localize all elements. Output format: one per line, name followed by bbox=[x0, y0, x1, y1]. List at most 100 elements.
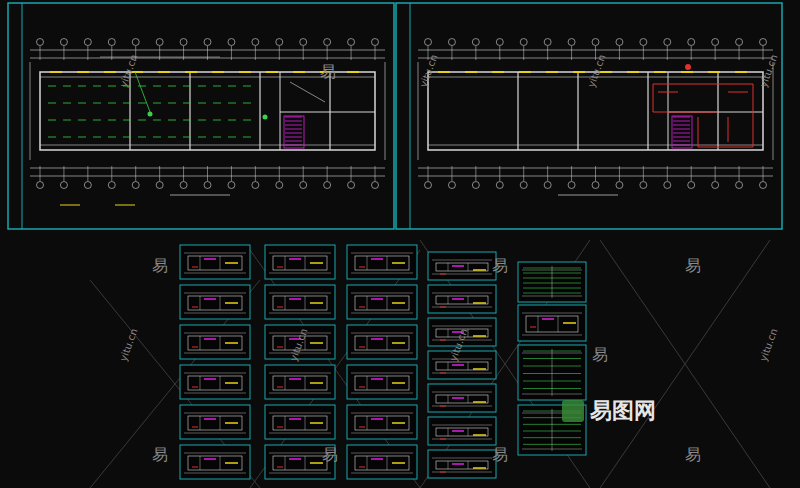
cad-line bbox=[285, 256, 286, 270]
cad-line bbox=[280, 72, 281, 150]
cad-line bbox=[392, 422, 405, 424]
cad-line bbox=[207, 46, 208, 60]
cad-line bbox=[90, 280, 260, 488]
sheet-thumbnail bbox=[180, 405, 250, 439]
sheet-thumbnail bbox=[347, 245, 417, 279]
plan-outline bbox=[355, 296, 409, 310]
cad-line bbox=[204, 418, 216, 420]
grid-bubble bbox=[204, 182, 211, 189]
cad-line bbox=[228, 86, 236, 87]
cad-line bbox=[207, 166, 208, 181]
cad-line bbox=[347, 71, 359, 73]
cad-line bbox=[432, 274, 492, 275]
cad-line bbox=[673, 141, 690, 142]
cad-line bbox=[111, 166, 112, 181]
watermark: 易 bbox=[152, 447, 168, 463]
cad-line bbox=[329, 72, 330, 150]
cad-line bbox=[371, 298, 383, 300]
cad-line bbox=[432, 392, 492, 393]
stair-symbol bbox=[672, 116, 692, 148]
cad-line bbox=[763, 46, 764, 60]
cad-line bbox=[448, 461, 449, 469]
panel-box bbox=[148, 112, 153, 117]
cad-line bbox=[367, 256, 368, 270]
grid-bubble bbox=[425, 182, 432, 189]
plan-outline bbox=[188, 456, 242, 470]
cad-line bbox=[552, 266, 553, 298]
cad-line bbox=[269, 313, 331, 314]
grid-bubble bbox=[37, 182, 44, 189]
cad-line bbox=[522, 313, 582, 314]
cad-line bbox=[739, 46, 740, 60]
cad-line bbox=[115, 205, 135, 206]
cad-line bbox=[371, 458, 383, 460]
grid-bubble bbox=[760, 39, 767, 46]
cad-line bbox=[432, 373, 492, 374]
cad-line bbox=[392, 262, 405, 264]
cad-line bbox=[351, 433, 413, 434]
sheet-thumbnail bbox=[428, 450, 496, 478]
plan-outline bbox=[436, 395, 488, 403]
cad-line bbox=[452, 463, 464, 465]
cad-line bbox=[228, 120, 236, 121]
watermark: yitu.cn bbox=[288, 327, 309, 362]
cad-line bbox=[673, 137, 690, 138]
watermark: yitu.cn bbox=[758, 53, 779, 88]
cad-line bbox=[40, 145, 375, 146]
cad-line bbox=[432, 293, 492, 294]
cad-line bbox=[448, 329, 449, 337]
cad-line bbox=[691, 166, 692, 181]
cad-line bbox=[728, 92, 748, 93]
cad-line bbox=[285, 296, 286, 310]
cad-line bbox=[367, 296, 368, 310]
cad-line bbox=[213, 137, 221, 138]
cad-line bbox=[305, 456, 306, 470]
grid-bubble bbox=[348, 39, 355, 46]
cad-line bbox=[708, 71, 720, 73]
plan-outline bbox=[273, 416, 327, 430]
cad-line bbox=[48, 86, 56, 87]
cad-line bbox=[40, 46, 41, 60]
cad-line bbox=[243, 86, 251, 87]
cad-line bbox=[351, 453, 413, 454]
plan-outline bbox=[526, 316, 578, 332]
cad-line bbox=[440, 406, 446, 407]
cad-line bbox=[93, 137, 101, 138]
cad-line bbox=[473, 269, 486, 271]
cad-line bbox=[305, 376, 306, 390]
cad-line bbox=[351, 413, 413, 414]
cad-line bbox=[183, 103, 191, 104]
plan-outline bbox=[355, 456, 409, 470]
cad-line bbox=[220, 416, 221, 430]
cad-line bbox=[87, 166, 88, 181]
cad-line bbox=[183, 120, 191, 121]
cad-line bbox=[198, 103, 206, 104]
cad-line bbox=[184, 393, 246, 394]
cad-line bbox=[192, 307, 198, 308]
cad-line bbox=[432, 326, 492, 327]
watermark: 易 bbox=[592, 347, 608, 363]
cad-line bbox=[269, 373, 331, 374]
cad-line bbox=[448, 395, 449, 403]
cad-line bbox=[673, 117, 690, 118]
cad-line bbox=[289, 458, 301, 460]
cad-line bbox=[93, 86, 101, 87]
cad-line bbox=[198, 137, 206, 138]
cad-line bbox=[277, 347, 283, 348]
cad-line bbox=[213, 120, 221, 121]
cad-line bbox=[468, 461, 469, 469]
cad-line bbox=[359, 427, 365, 428]
cad-line bbox=[432, 406, 492, 407]
cad-line bbox=[351, 473, 413, 474]
cad-line bbox=[351, 293, 413, 294]
cad-line bbox=[367, 416, 368, 430]
cad-line bbox=[359, 347, 365, 348]
sheet-thumbnail bbox=[518, 305, 586, 341]
plan-outline bbox=[188, 376, 242, 390]
cad-line bbox=[243, 103, 251, 104]
plan-outline bbox=[273, 256, 327, 270]
cad-line bbox=[255, 46, 256, 60]
cad-line bbox=[392, 462, 405, 464]
cad-line bbox=[351, 46, 352, 60]
cad-line bbox=[285, 125, 302, 126]
